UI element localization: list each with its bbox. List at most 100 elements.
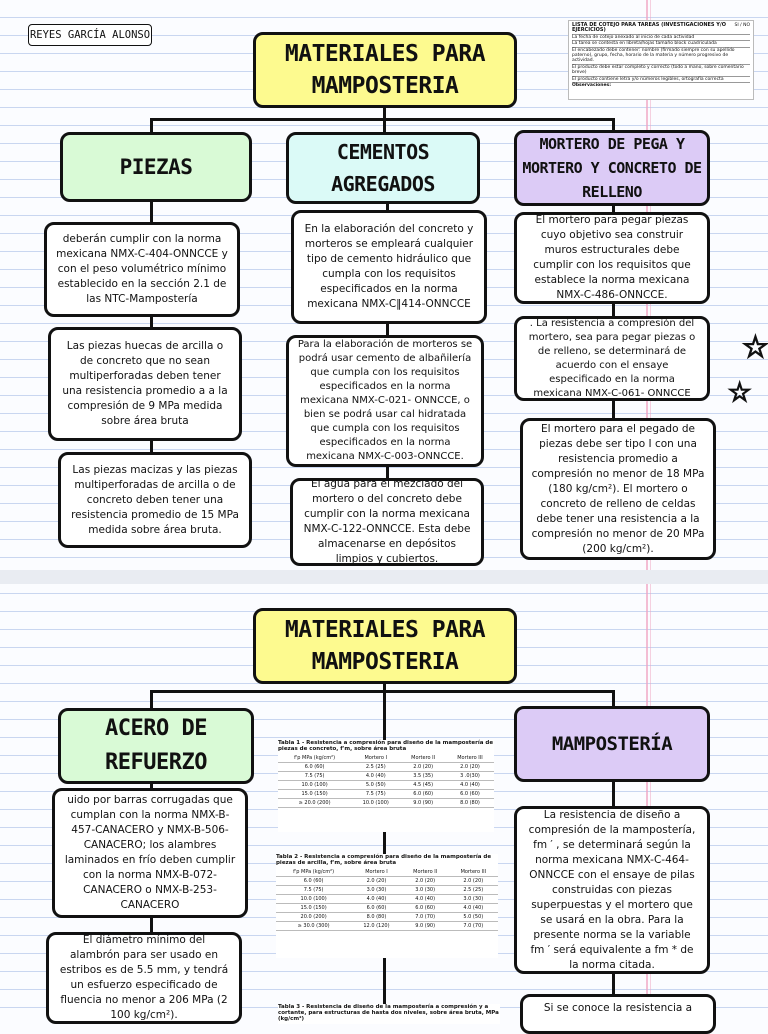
table-cell: 12.0 (120) [351,921,402,931]
table-cell: 6.0 (60) [401,903,449,913]
page1-title: MATERIALES PARA MAMPOSTERIA [253,32,517,108]
col2-box-3-text: El agua para el mezclado del mortero o d… [303,478,471,565]
table-cell: 10.0 (100) [278,780,352,790]
table-cell: 8.0 (80) [445,798,494,808]
acero-header: ACERO DE REFUERZO [58,708,254,784]
col1-box-3-text: Las piezas macizas y las piezas multiper… [71,463,239,536]
page2-title: MATERIALES PARA MAMPOSTERIA [253,608,517,684]
table-cell: ≥ 30.0 (300) [276,921,352,931]
checklist-item: El producto contiene letra y/o números l… [572,77,750,84]
table-cell: 7.0 (70) [401,912,449,922]
table-cell: 6.0 (60) [445,789,494,799]
table-cell: 3.0 (30) [448,894,498,904]
table-2-grid: f'p MPa (kg/cm²) Mortero I Mortero II Mo… [276,868,498,931]
table-cell: 4.0 (40) [351,771,401,781]
col1-header-text: PIEZAS [119,155,193,179]
connector [612,118,615,132]
checklist-item: El encabezado debe contener: nombre (fir… [572,48,750,65]
table-cell: 3.5 (35) [400,771,446,781]
table-cell: 7.5 (75) [351,789,401,799]
col3-box-3: El mortero para el pegado de piezas debe… [520,418,716,560]
table-row: 6.0 (60)2.5 (25)2.0 (20)2.0 (20) [278,762,494,772]
acero-box-2: El diámetro mínimo del alambrón para ser… [46,932,242,1024]
connector [383,682,386,1024]
table-cell: 7.5 (75) [276,885,352,895]
checklist: LISTA DE COTEJO PARA TAREAS (INVESTIGACI… [568,20,754,100]
table-1-caption: Tabla 1 - Resistencia a compresión para … [278,740,494,752]
table-cell: 15.0 (150) [278,789,352,799]
table-cell: 10.0 (100) [276,894,352,904]
table-cell: 2.0 (20) [401,876,449,886]
col2-box-2-text: Para la elaboración de morteros se podrá… [297,339,473,462]
col2-box-2: Para la elaboración de morteros se podrá… [286,335,484,467]
col3-box-3-text: El mortero para el pegado de piezas debe… [531,422,705,555]
table-2: Tabla 2 - Resistencia a compresión para … [276,854,498,958]
col1-box-2: Las piezas huecas de arcilla o de concre… [48,327,242,441]
col1-header: PIEZAS [60,132,252,202]
mamposteria-header-text: MAMPOSTERÍA [551,733,673,755]
table-cell: 2.5 (25) [351,762,401,772]
table-row: 7.5 (75)4.0 (40)3.5 (35)3 .0(30) [278,771,494,781]
checklist-item: Observaciones: [572,83,612,89]
acero-header-text: ACERO DE REFUERZO [105,716,207,775]
table-cell: 4.5 (45) [400,780,446,790]
table-row: ≥ 20.0 (200)10.0 (100)9.0 (90)8.0 (80) [278,798,494,808]
checklist-item: La tarea se contesta en libreta/hojas ta… [572,41,750,48]
table-header: f'p MPa (kg/cm²) [278,754,352,763]
table-cell: 9.0 (90) [401,921,449,931]
connector [612,690,615,710]
page-separator [0,570,768,584]
table-row: ≥ 30.0 (300)12.0 (120)9.0 (90)7.0 (70) [276,921,498,931]
table-header: Mortero II [400,754,446,763]
mamposteria-box-2: Si se conoce la resistencia a [520,994,716,1034]
table-header: f'p MPa (kg/cm²) [276,868,352,877]
col2-box-1: En la elaboración del concreto y mortero… [291,210,487,324]
connector [150,118,615,121]
connector [150,690,615,693]
table-cell: 3.0 (30) [351,885,402,895]
table-3: Tabla 3 - Resistencia de diseño de la ma… [278,1004,500,1024]
col2-box-3: El agua para el mezclado del mortero o d… [290,478,484,566]
page2-title-text: MATERIALES PARA MAMPOSTERIA [284,617,486,675]
table-cell: 7.5 (75) [278,771,352,781]
table-row: 6.0 (60)2.0 (20)2.0 (20)2.0 (20) [276,876,498,886]
table-cell: 5.0 (50) [351,780,401,790]
table-cell: 4.0 (40) [445,780,494,790]
student-name: REYES GARCÍA ALONSO [28,24,152,46]
col3-header: MORTERO DE PEGA Y MORTERO Y CONCRETO DE … [514,130,710,206]
col2-header-text: CEMENTOS AGREGADOS [331,140,435,196]
table-row: 7.5 (75)3.0 (30)3.0 (30)2.5 (25) [276,885,498,895]
table-header: Mortero I [351,868,402,877]
connector [150,118,153,134]
col3-box-2: . La resistencia a compresión del morter… [514,316,710,401]
table-row: 10.0 (100)5.0 (50)4.5 (45)4.0 (40) [278,780,494,790]
acero-box-1: uido por barras corrugadas que cumplan c… [52,788,248,918]
checklist-item: La fecha de cotejo anexado al inicio de … [572,35,750,42]
table-cell: 6.0 (60) [278,762,352,772]
table-cell: 15.0 (150) [276,903,352,913]
star-doodle-icon: ☆ [741,329,768,366]
table-cell: 10.0 (100) [351,798,401,808]
table-cell: 9.0 (90) [400,798,446,808]
table-cell: 3 .0(30) [445,771,494,781]
acero-box-1-text: uido por barras corrugadas que cumplan c… [64,794,236,911]
table-cell: 2.5 (25) [448,885,498,895]
checklist-title: LISTA DE COTEJO PARA TAREAS (INVESTIGACI… [572,22,750,35]
table-cell: 5.0 (50) [448,912,498,922]
table-cell: 4.0 (40) [351,894,402,904]
checklist-col: SI / NO [734,23,750,28]
table-cell: 2.0 (20) [448,876,498,886]
table-1: Tabla 1 - Resistencia a compresión para … [278,740,494,832]
col3-box-1: El mortero para pegar piezas cuyo objeti… [514,212,710,304]
checklist-item: El producto debe estar completo y correc… [572,65,750,77]
mamposteria-box-1-text: La resistencia de diseño a compresión de… [528,808,696,971]
mamposteria-box-1: La resistencia de diseño a compresión de… [514,806,710,974]
table-row: 20.0 (200)8.0 (80)7.0 (70)5.0 (50) [276,912,498,922]
mamposteria-header: MAMPOSTERÍA [514,706,710,782]
table-cell: 8.0 (80) [351,912,402,922]
table-cell: 3.0 (30) [401,885,449,895]
connector [150,690,153,710]
table-1-grid: f'p MPa (kg/cm²) Mortero I Mortero II Mo… [278,754,494,808]
table-row: 10.0 (100)4.0 (40)4.0 (40)3.0 (30) [276,894,498,904]
table-cell: 6.0 (60) [276,876,352,886]
